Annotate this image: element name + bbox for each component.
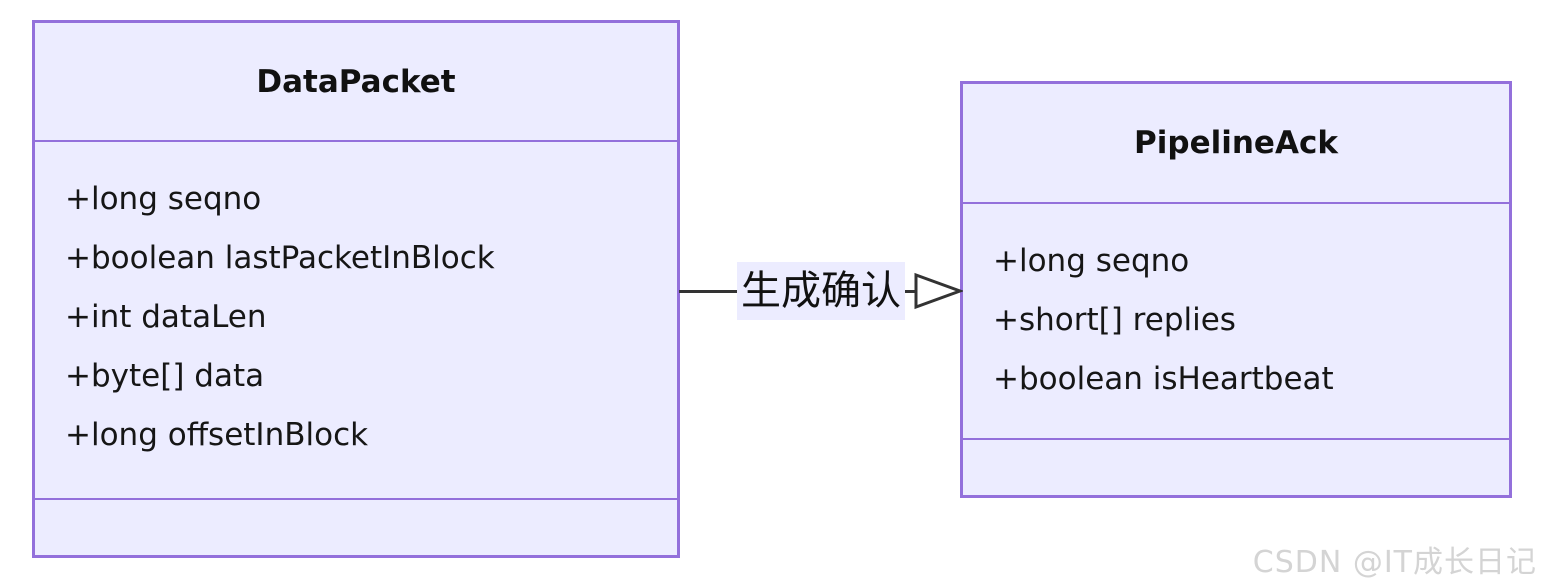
edge-label: 生成确认	[737, 262, 905, 320]
class-attribute: +boolean isHeartbeat	[993, 361, 1334, 397]
hollow-triangle-arrowhead	[914, 272, 963, 310]
class-title: PipelineAck	[1134, 125, 1338, 161]
class-box-datapacket: DataPacket +long seqno +boolean lastPack…	[32, 20, 680, 558]
class-methods-empty	[35, 498, 677, 555]
watermark: CSDN @IT成长日记	[1252, 545, 1537, 580]
class-attributes: +long seqno +short[] replies +boolean is…	[963, 202, 1509, 438]
class-attribute: +long offsetInBlock	[65, 417, 369, 453]
class-attribute: +boolean lastPacketInBlock	[65, 240, 495, 276]
class-title: DataPacket	[256, 63, 456, 100]
class-attribute: +long seqno	[993, 243, 1190, 279]
class-box-pipelineack: PipelineAck +long seqno +short[] replies…	[960, 81, 1512, 498]
arrowhead-shape	[914, 272, 963, 310]
class-attribute: +long seqno	[65, 181, 262, 217]
class-attributes: +long seqno +boolean lastPacketInBlock +…	[35, 140, 677, 498]
class-methods-empty	[963, 438, 1509, 495]
class-attribute: +byte[] data	[65, 358, 265, 394]
class-attribute: +short[] replies	[993, 302, 1236, 338]
class-attribute: +int dataLen	[65, 299, 267, 335]
